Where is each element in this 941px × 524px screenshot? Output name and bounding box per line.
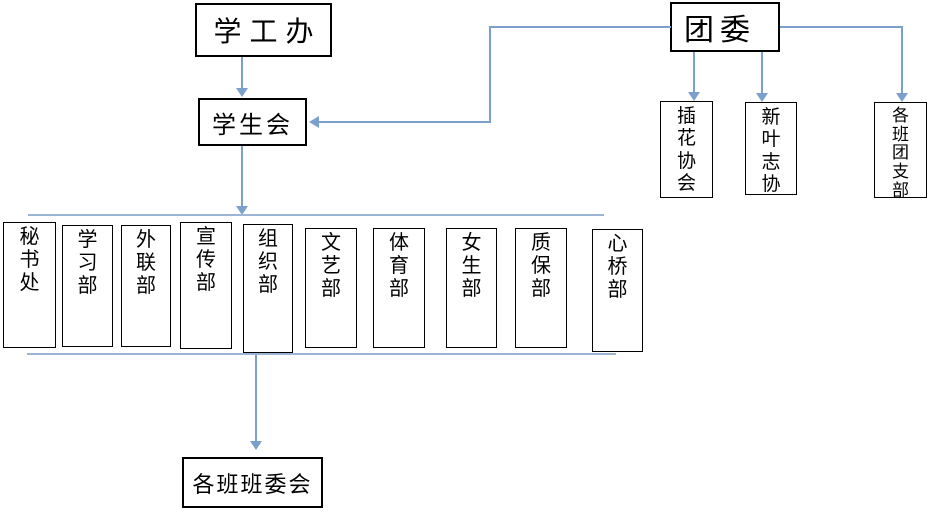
- node-class-league-branches: 各班团支部: [874, 102, 927, 200]
- node-youth-league-committee-label: 团委: [684, 14, 756, 47]
- connector-league-to-union-drop: [489, 26, 491, 123]
- connector-union-to-departments: [241, 146, 243, 206]
- connector-office-to-union: [241, 57, 243, 89]
- node-class-committees: 各班班委会: [182, 457, 323, 508]
- node-dept-quality-assurance: 质保部: [515, 228, 567, 348]
- node-dept-external-liaison-label: 外联部: [136, 229, 156, 298]
- node-student-union-label: 学生会: [212, 112, 293, 139]
- node-dept-secretariat: 秘书处: [3, 222, 56, 348]
- node-student-affairs-office-label: 学工办: [213, 17, 322, 48]
- node-dept-girls: 女生部: [446, 228, 497, 348]
- connector-league-to-union-top: [490, 26, 671, 28]
- connector-league-to-flower: [693, 52, 695, 92]
- arrow-left-icon: [309, 116, 319, 128]
- arrow-down-icon: [236, 206, 248, 215]
- connector-league-to-union-run: [319, 121, 491, 123]
- arrow-down-icon: [896, 93, 908, 102]
- node-youth-league-committee: 团委: [670, 2, 780, 52]
- connector-league-to-branches-top: [780, 26, 903, 28]
- node-dept-publicity: 宣传部: [180, 222, 232, 349]
- node-dept-sports-label: 体育部: [389, 232, 409, 301]
- department-bus-top: [28, 214, 604, 216]
- node-dept-organization-label: 组织部: [258, 228, 278, 297]
- node-dept-secretariat-label: 秘书处: [19, 226, 40, 295]
- node-dept-heart-bridge-label: 心桥部: [607, 233, 628, 302]
- arrow-down-icon: [250, 441, 262, 450]
- connector-league-to-branches-drop: [901, 26, 903, 93]
- arrow-down-icon: [688, 92, 700, 101]
- connector-league-to-newleaf: [761, 52, 763, 93]
- node-new-leaf-volunteer-association: 新叶志协: [745, 102, 797, 195]
- node-dept-organization: 组织部: [243, 224, 293, 353]
- arrow-down-icon: [236, 88, 248, 97]
- node-dept-arts: 文艺部: [305, 228, 357, 348]
- connector-departments-to-class-committees: [255, 355, 257, 441]
- node-student-union: 学生会: [198, 98, 307, 146]
- node-class-committees-label: 各班班委会: [192, 471, 313, 497]
- node-dept-external-liaison: 外联部: [121, 225, 171, 347]
- node-dept-arts-label: 文艺部: [321, 232, 341, 301]
- node-new-leaf-volunteer-association-label: 新叶志协: [761, 107, 781, 196]
- node-dept-study-label: 学习部: [77, 229, 98, 298]
- department-bus-bottom: [27, 353, 616, 355]
- node-flower-arranging-association: 插花协会: [660, 101, 713, 198]
- node-flower-arranging-association-label: 插花协会: [676, 106, 696, 195]
- node-student-affairs-office: 学工办: [195, 3, 332, 57]
- node-dept-girls-label: 女生部: [461, 232, 482, 301]
- node-dept-heart-bridge: 心桥部: [592, 229, 643, 352]
- node-dept-publicity-label: 宣传部: [196, 226, 216, 295]
- arrow-down-icon: [756, 93, 768, 102]
- node-class-league-branches-label: 各班团支部: [892, 106, 909, 200]
- node-dept-sports: 体育部: [373, 228, 425, 348]
- node-dept-study: 学习部: [62, 225, 113, 347]
- node-dept-quality-assurance-label: 质保部: [531, 232, 551, 301]
